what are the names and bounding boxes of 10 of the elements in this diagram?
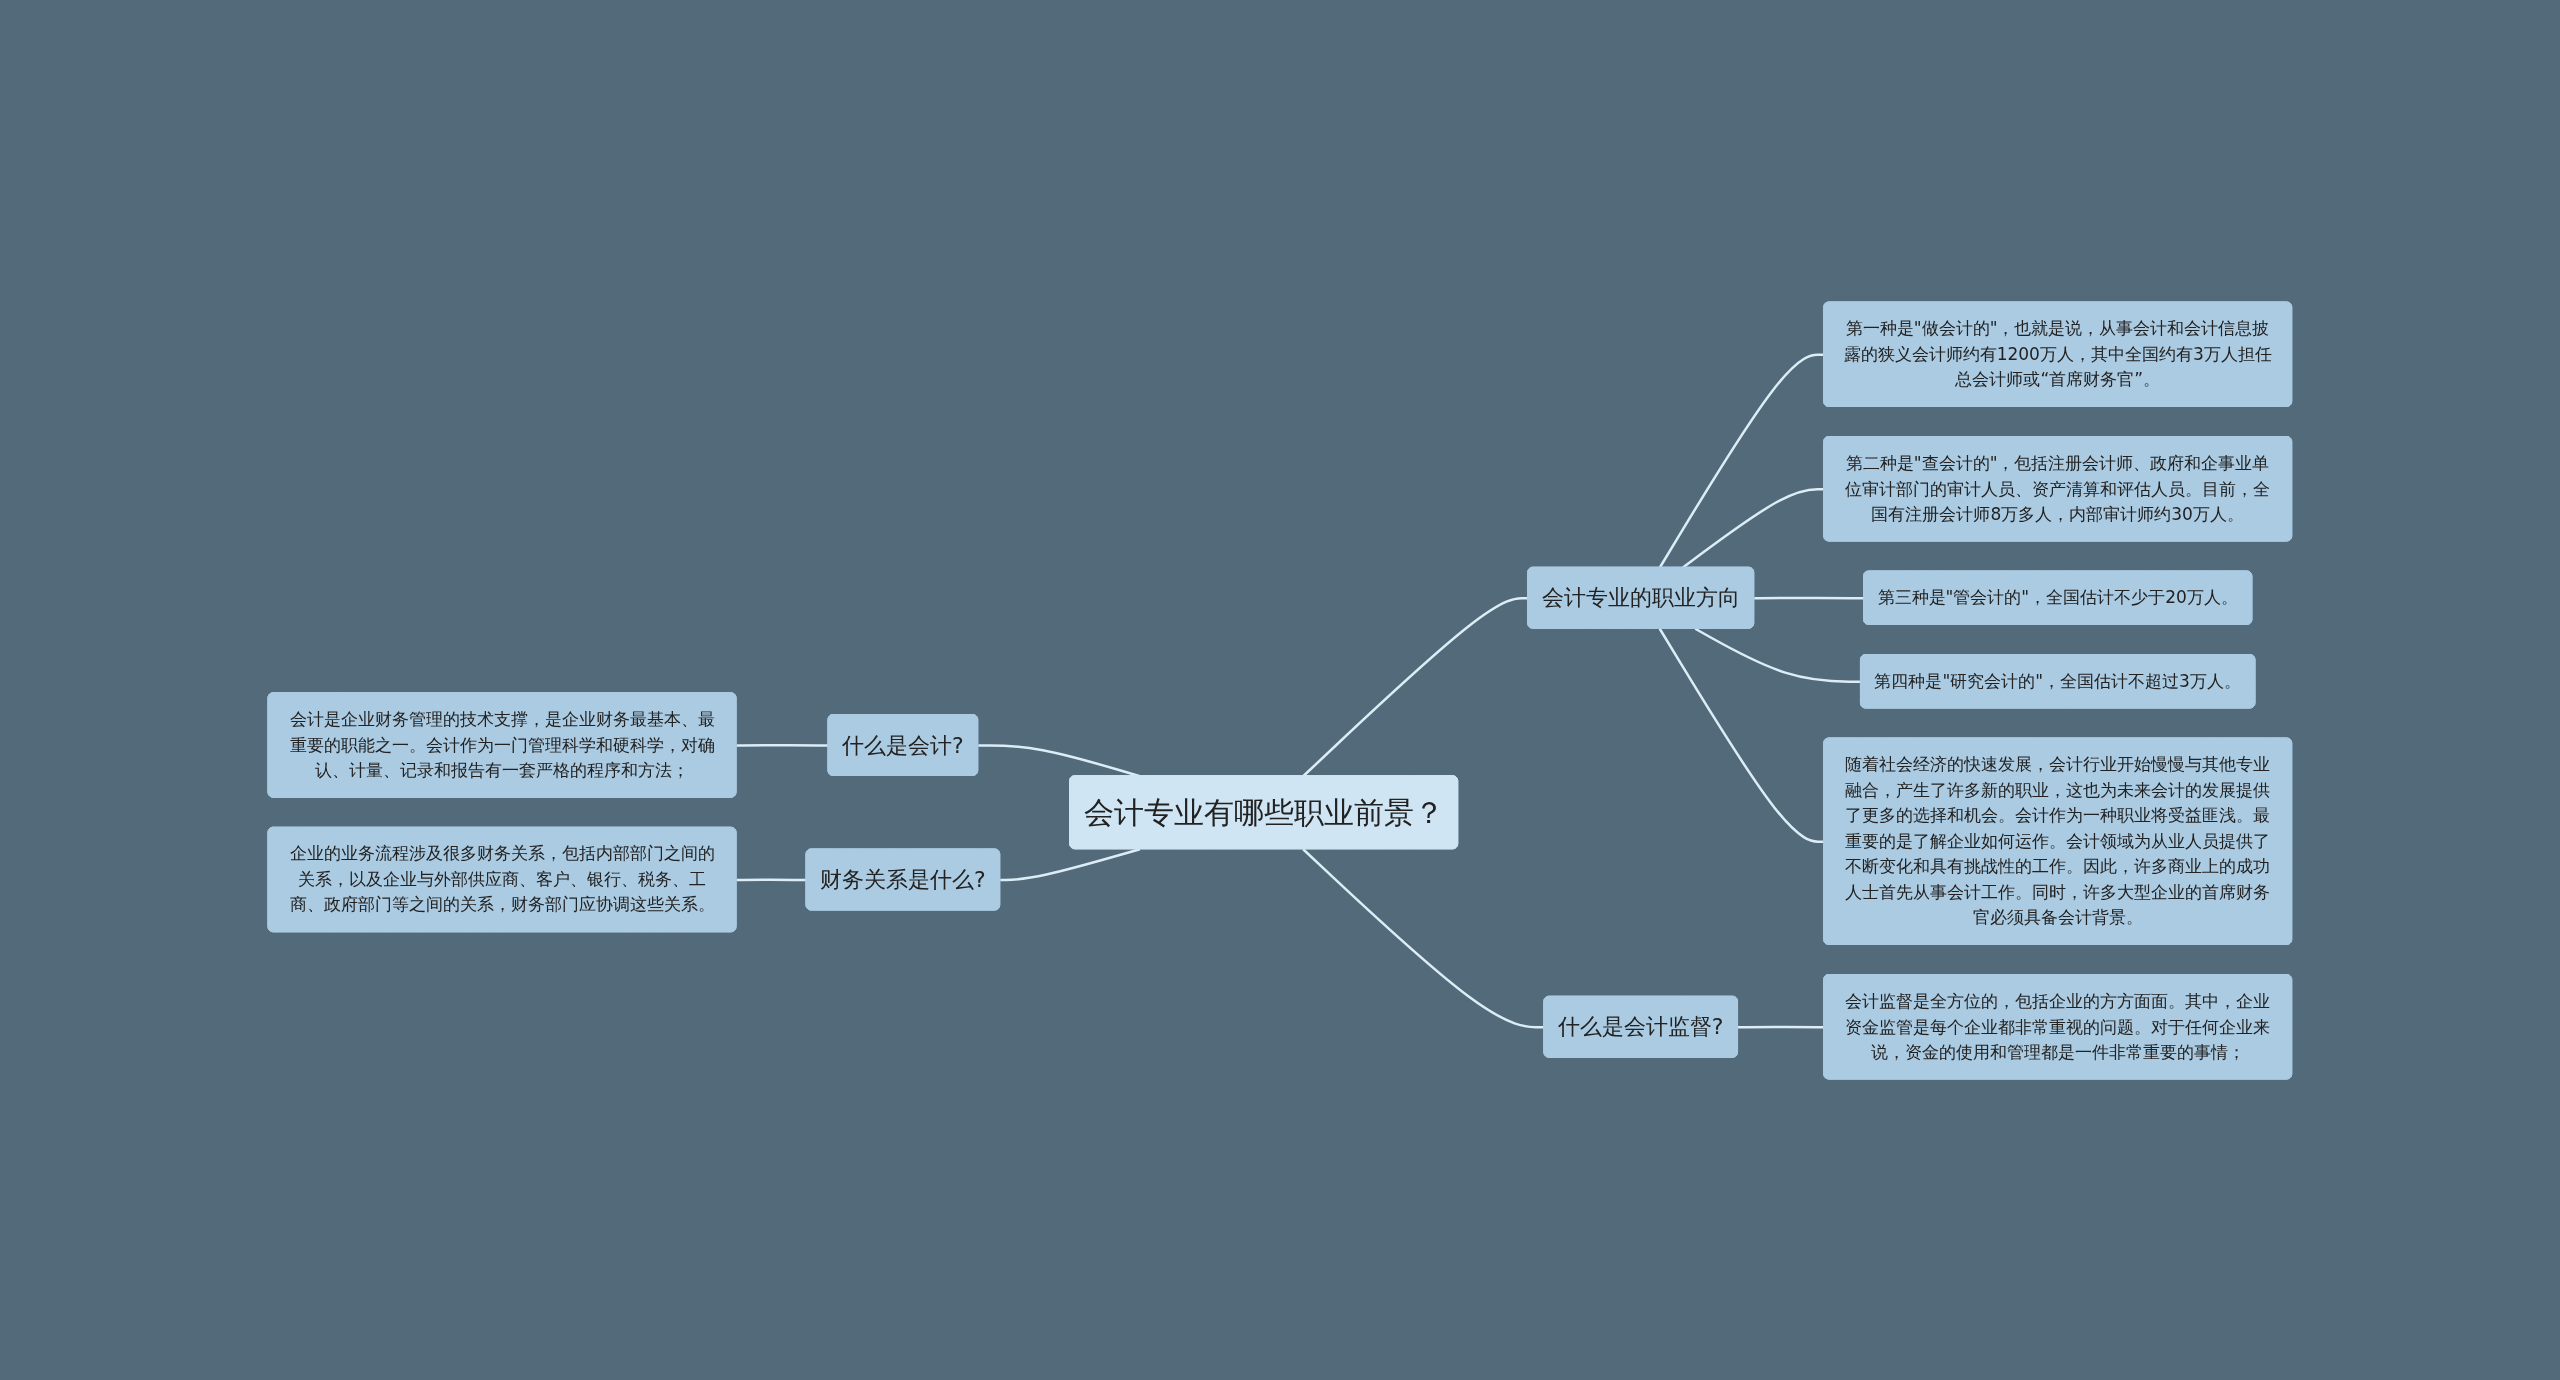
connector xyxy=(1738,1025,1825,1028)
connector xyxy=(1694,627,1862,683)
connector xyxy=(1000,847,1141,881)
connector xyxy=(736,743,829,747)
connector xyxy=(736,877,807,881)
connector xyxy=(1658,627,1825,843)
connector xyxy=(1302,596,1529,777)
connector xyxy=(1302,847,1545,1028)
connector xyxy=(1658,352,1825,568)
connector xyxy=(1754,596,1865,599)
